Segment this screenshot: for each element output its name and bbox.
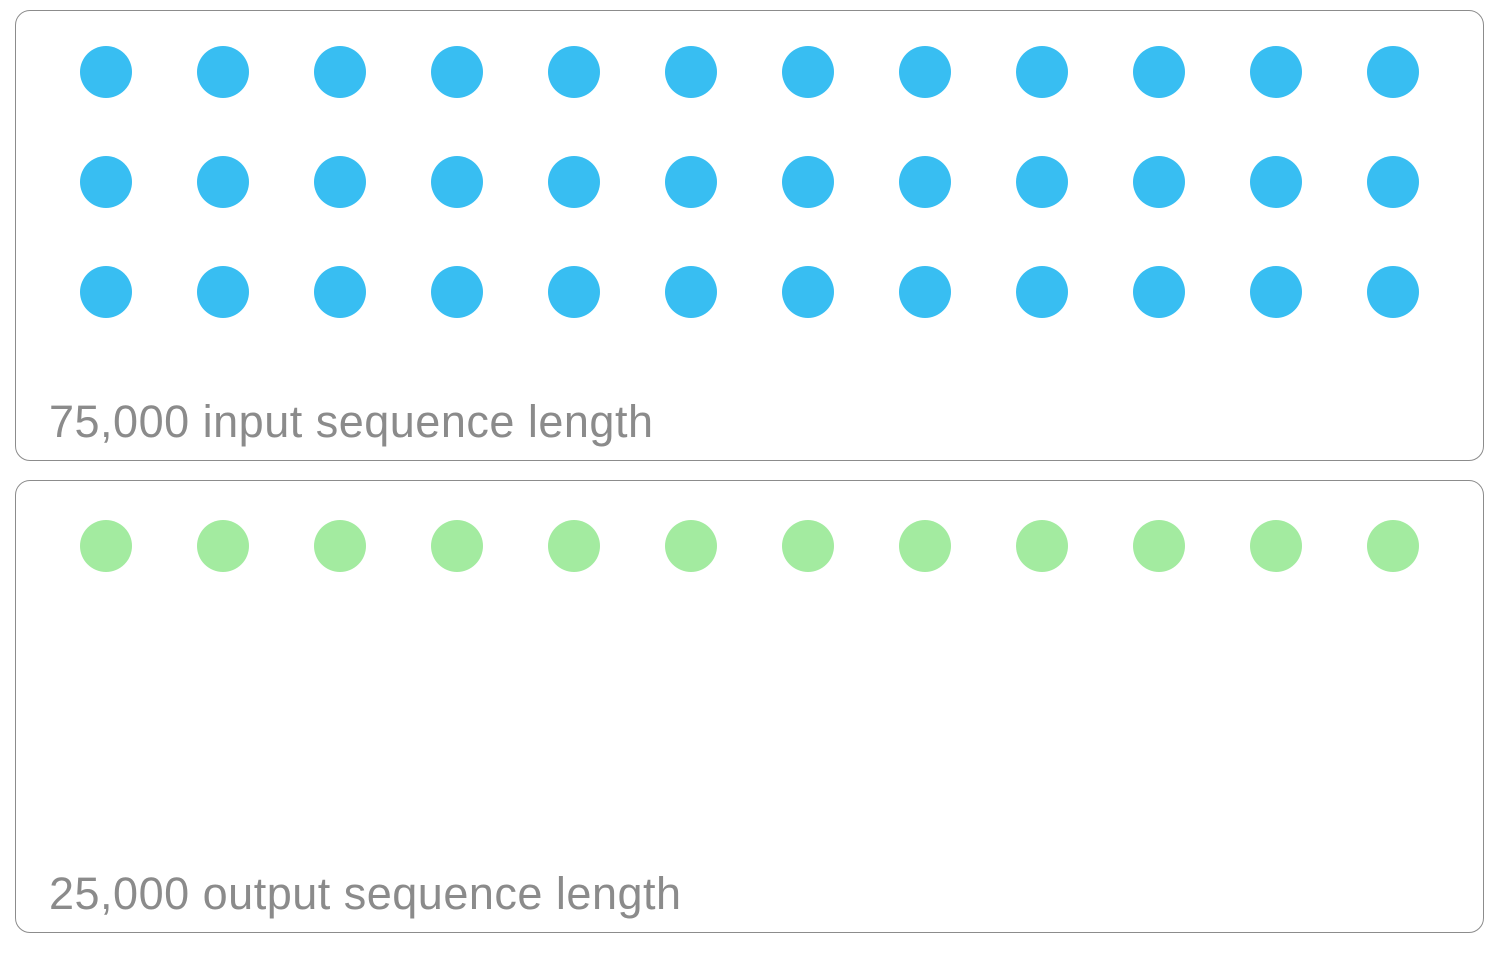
input-token-dot bbox=[1367, 156, 1419, 208]
input-token-dot bbox=[665, 266, 717, 318]
output-sequence-label: 25,000 output sequence length bbox=[49, 867, 682, 919]
input-token-dot-grid bbox=[16, 11, 1483, 318]
input-token-dot bbox=[665, 156, 717, 208]
output-dot-row bbox=[80, 520, 1483, 572]
input-token-dot bbox=[899, 156, 951, 208]
input-token-dot bbox=[80, 46, 132, 98]
input-token-dot bbox=[782, 156, 834, 208]
input-token-dot bbox=[1367, 266, 1419, 318]
input-token-dot bbox=[1250, 156, 1302, 208]
output-token-dot bbox=[431, 520, 483, 572]
input-token-dot bbox=[1133, 156, 1185, 208]
input-token-dot bbox=[1367, 46, 1419, 98]
input-token-dot bbox=[1250, 46, 1302, 98]
output-sequence-panel: 25,000 output sequence length bbox=[15, 480, 1484, 933]
input-token-dot bbox=[197, 46, 249, 98]
output-token-dot bbox=[665, 520, 717, 572]
input-token-dot bbox=[80, 156, 132, 208]
input-token-dot bbox=[665, 46, 717, 98]
output-token-dot bbox=[548, 520, 600, 572]
input-token-dot bbox=[899, 266, 951, 318]
input-token-dot bbox=[548, 156, 600, 208]
input-token-dot bbox=[899, 46, 951, 98]
input-dot-row bbox=[80, 156, 1483, 208]
input-token-dot bbox=[431, 266, 483, 318]
output-token-dot-grid bbox=[16, 481, 1483, 572]
input-token-dot bbox=[314, 46, 366, 98]
input-token-dot bbox=[1133, 46, 1185, 98]
output-token-dot bbox=[197, 520, 249, 572]
input-sequence-panel: 75,000 input sequence length bbox=[15, 10, 1484, 461]
input-token-dot bbox=[431, 156, 483, 208]
input-token-dot bbox=[197, 156, 249, 208]
input-token-dot bbox=[1016, 156, 1068, 208]
input-token-dot bbox=[314, 266, 366, 318]
output-token-dot bbox=[80, 520, 132, 572]
output-token-dot bbox=[1250, 520, 1302, 572]
input-dot-row bbox=[80, 266, 1483, 318]
input-token-dot bbox=[782, 266, 834, 318]
input-token-dot bbox=[314, 156, 366, 208]
input-token-dot bbox=[1016, 46, 1068, 98]
input-sequence-label: 75,000 input sequence length bbox=[49, 395, 654, 447]
input-token-dot bbox=[548, 266, 600, 318]
input-token-dot bbox=[1250, 266, 1302, 318]
input-token-dot bbox=[548, 46, 600, 98]
input-token-dot bbox=[431, 46, 483, 98]
output-token-dot bbox=[1133, 520, 1185, 572]
output-token-dot bbox=[782, 520, 834, 572]
input-dot-row bbox=[80, 46, 1483, 98]
output-token-dot bbox=[314, 520, 366, 572]
input-token-dot bbox=[782, 46, 834, 98]
output-token-dot bbox=[1016, 520, 1068, 572]
input-token-dot bbox=[80, 266, 132, 318]
output-token-dot bbox=[899, 520, 951, 572]
output-token-dot bbox=[1367, 520, 1419, 572]
input-token-dot bbox=[1016, 266, 1068, 318]
input-token-dot bbox=[197, 266, 249, 318]
input-token-dot bbox=[1133, 266, 1185, 318]
